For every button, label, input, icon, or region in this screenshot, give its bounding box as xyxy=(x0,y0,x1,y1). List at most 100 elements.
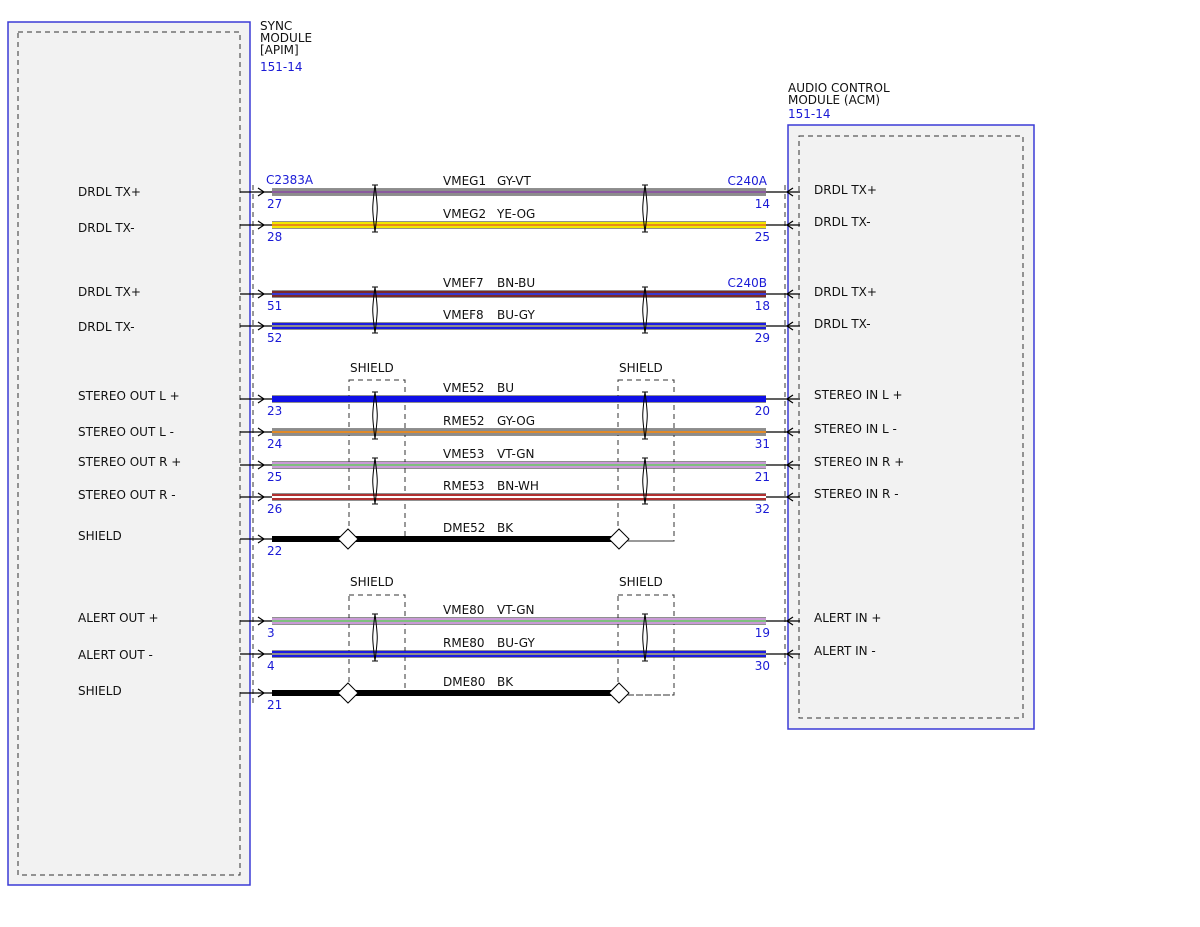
circuit-label: DME52 xyxy=(443,521,485,535)
acm-pin-label: DRDL TX+ xyxy=(814,285,877,299)
shield-label: SHIELD xyxy=(350,361,394,375)
circuit-label: DME80 xyxy=(443,675,485,689)
wire-color-code: BU-GY xyxy=(497,308,535,322)
left-pin-arrow-icon xyxy=(257,187,266,197)
right-pin-arrow-icon xyxy=(785,289,794,299)
shield-drain-diamond-icon xyxy=(608,682,630,704)
sync-pin-label: SHIELD xyxy=(78,529,122,543)
sync-module-title-line: [APIM] xyxy=(260,43,299,57)
left-pin-number: 25 xyxy=(267,470,282,484)
sync-pin-label: STEREO OUT L + xyxy=(78,389,180,403)
wire-dme80: DME80 BK 21 xyxy=(240,675,617,712)
acm-pin-label: STEREO IN L - xyxy=(814,422,897,436)
wire-vmef8: VMEF8 BU-GY 52 29 xyxy=(240,308,800,345)
sync-pin-label: SHIELD xyxy=(78,684,122,698)
wire-color-code: BU-GY xyxy=(497,636,535,650)
right-pin-number: 29 xyxy=(755,331,770,345)
left-pin-number: 28 xyxy=(267,230,282,244)
circuit-label: VMEG2 xyxy=(443,207,486,221)
circuit-label: VMEF7 xyxy=(443,276,484,290)
left-pin-number: 24 xyxy=(267,437,282,451)
connector-c240b-label: C240B xyxy=(727,276,767,290)
twisted-pair-marker-icon xyxy=(372,613,378,662)
right-pin-number: 14 xyxy=(755,197,770,211)
left-pin-arrow-icon xyxy=(257,289,266,299)
acm-pin-label: DRDL TX+ xyxy=(814,183,877,197)
sync-pin-label: DRDL TX- xyxy=(78,221,135,235)
left-pin-arrow-icon xyxy=(257,616,266,626)
shield-drain-diamond-icon xyxy=(337,682,359,704)
acm-pin-label: ALERT IN - xyxy=(814,644,876,658)
shield-label: SHIELD xyxy=(350,575,394,589)
sync-pin-label: ALERT OUT + xyxy=(78,611,159,625)
wire-color-code: BK xyxy=(497,521,514,535)
sync-pin-label: DRDL TX+ xyxy=(78,185,141,199)
wire-color-code: YE-OG xyxy=(496,207,535,221)
acm-module-inner-border xyxy=(798,135,1024,719)
right-pin-number: 25 xyxy=(755,230,770,244)
right-pin-arrow-icon xyxy=(785,187,794,197)
twisted-pair-marker-icon xyxy=(642,184,648,233)
right-pin-arrow-icon xyxy=(785,220,794,230)
acm-module-box xyxy=(787,124,1035,730)
left-pin-arrow-icon xyxy=(257,220,266,230)
left-pin-arrow-icon xyxy=(257,427,266,437)
wire-dme52: DME52 BK 22 xyxy=(240,521,617,558)
twisted-pair-marker-icon xyxy=(642,457,648,505)
shield-box xyxy=(617,594,675,696)
connector-c240a-label: C240A xyxy=(728,174,768,188)
right-pin-number: 30 xyxy=(755,659,770,673)
left-pin-number: 52 xyxy=(267,331,282,345)
right-pin-arrow-icon xyxy=(785,394,794,404)
wire-color-code: BN-WH xyxy=(497,479,539,493)
acm-pin-label: DRDL TX- xyxy=(814,215,871,229)
acm-pin-label: STEREO IN R - xyxy=(814,487,899,501)
shield-drain-diamond-icon xyxy=(608,528,630,550)
wire-color-code: BN-BU xyxy=(497,276,535,290)
sync-pin-label: STEREO OUT L - xyxy=(78,425,174,439)
left-pin-arrow-icon xyxy=(257,460,266,470)
twisted-pair-marker-icon xyxy=(372,286,378,334)
sync-module-box xyxy=(7,21,251,886)
wire-vmeg2: VMEG2 YE-OG 28 25 xyxy=(240,207,800,244)
circuit-label: RME53 xyxy=(443,479,485,493)
right-pin-arrow-icon xyxy=(785,321,794,331)
sync-pin-label: ALERT OUT - xyxy=(78,648,153,662)
acm-pin-label: STEREO IN R + xyxy=(814,455,904,469)
right-pin-number: 31 xyxy=(755,437,770,451)
left-pin-arrow-icon xyxy=(257,492,266,502)
right-pin-arrow-icon xyxy=(785,616,794,626)
wire-color-code: GY-OG xyxy=(497,414,535,428)
shield-box xyxy=(617,379,675,542)
right-pin-number: 21 xyxy=(755,470,770,484)
sync-pin-label: STEREO OUT R + xyxy=(78,455,181,469)
left-pin-number: 21 xyxy=(267,698,282,712)
left-pin-number: 22 xyxy=(267,544,282,558)
wire-color-code: VT-GN xyxy=(497,603,534,617)
left-pin-number: 51 xyxy=(267,299,282,313)
wire-color-code: BK xyxy=(497,675,514,689)
acm-pin-label: DRDL TX- xyxy=(814,317,871,331)
circuit-label: VMEF8 xyxy=(443,308,484,322)
shield-box xyxy=(348,379,406,542)
acm-pin-label: STEREO IN L + xyxy=(814,388,903,402)
shield-label: SHIELD xyxy=(619,361,663,375)
twisted-pair-marker-icon xyxy=(372,184,378,233)
shield-label: SHIELD xyxy=(619,575,663,589)
circuit-label: RME80 xyxy=(443,636,485,650)
right-pin-number: 19 xyxy=(755,626,770,640)
right-pin-number: 20 xyxy=(755,404,770,418)
right-pin-arrow-icon xyxy=(785,492,794,502)
twisted-pair-marker-icon xyxy=(642,391,648,440)
wire-color-code: BU xyxy=(497,381,514,395)
sync-module-ref: 151-14 xyxy=(260,60,303,74)
left-pin-arrow-icon xyxy=(257,534,266,544)
sync-module-title-line: SYNC xyxy=(260,19,292,33)
